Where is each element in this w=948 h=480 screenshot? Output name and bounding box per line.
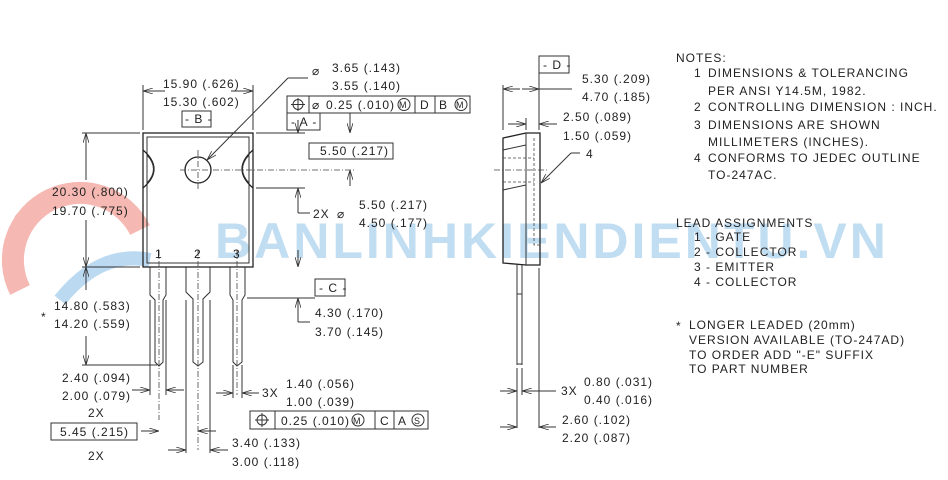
pitch-count: 2X <box>88 449 105 463</box>
hole-dia-min: 3.55 (.140) <box>332 79 401 93</box>
shoulder-min: 3.70 (.145) <box>315 325 384 339</box>
star-marker: * <box>41 310 47 324</box>
footnote: * LONGER LEADED (20mm) VERSION AVAILABLE… <box>676 318 905 376</box>
datum-a: - A - <box>291 115 317 129</box>
notch-dia-min: 4.50 (.177) <box>359 216 428 230</box>
lead-length-max: 14.80 (.583) <box>54 299 131 313</box>
fcf-bottom-datum2: A <box>398 414 407 428</box>
tab-min: 1.50 (.059) <box>563 129 632 143</box>
fcf-bottom-modifier2: S <box>414 416 420 426</box>
pin-label-3: 3 <box>233 247 241 261</box>
lead-assignments: LEAD ASSIGNMENTS 1 - GATE 2 - COLLECTOR … <box>676 216 813 289</box>
pitch: 5.45 (.215) <box>60 425 129 439</box>
notes-title: NOTES: <box>676 51 727 65</box>
fcf-bottom-modifier: M <box>353 416 361 426</box>
width-min: 15.30 (.602) <box>163 95 240 109</box>
fcf-top-modifier2: M <box>456 100 464 110</box>
fcf-top-tolerance: 0.25 (.010) <box>326 98 395 112</box>
star-marker: * <box>676 319 682 333</box>
height-max: 20.30 (.800) <box>52 185 129 199</box>
fcf-top-modifier: M <box>399 100 407 110</box>
lead-width-count: 3X <box>262 386 279 400</box>
footnote-line: TO ORDER ADD "-E" SUFFIX <box>689 348 874 362</box>
note-line: CONFORMS TO JEDEC OUTLINE <box>708 151 921 165</box>
note-ref-4: 4 <box>586 147 594 161</box>
note-line: MILLIMETERS (INCHES). <box>708 135 869 149</box>
note-line: PER ANSI Y14.5M, 1982. <box>708 84 867 98</box>
watermark-logo <box>1 181 152 305</box>
fcf-bottom-tolerance: 0.25 (.010) <box>281 414 350 428</box>
footnote-line: VERSION AVAILABLE (TO-247AD) <box>689 333 905 347</box>
lead-assignment: 3 - EMITTER <box>694 260 775 274</box>
datum-c: - C - <box>319 281 347 295</box>
datum-b: - B - <box>185 112 213 126</box>
footnote-line: TO PART NUMBER <box>689 362 809 376</box>
diameter-icon: ⌀ <box>337 207 345 221</box>
note-line: DIMENSIONS & TOLERANCING <box>708 66 909 80</box>
lead-thk-min: 0.40 (.016) <box>584 393 653 407</box>
width-max: 15.90 (.626) <box>163 77 240 91</box>
note-line: DIMENSIONS ARE SHOWN <box>708 118 881 132</box>
fcf-top-datum1: D <box>420 98 430 112</box>
note-num: 1 <box>694 66 702 80</box>
tab-max: 2.50 (.089) <box>563 110 632 124</box>
note-num: 3 <box>694 118 702 132</box>
hole-dia-max: 3.65 (.143) <box>332 61 401 75</box>
fcf-top-datum2: B <box>439 98 448 112</box>
lead-assignment: 2 - COLLECTOR <box>694 245 797 259</box>
notch-right <box>241 149 254 189</box>
lead-off-max: 2.60 (.102) <box>562 413 631 427</box>
notch-dia-max: 5.50 (.217) <box>359 198 428 212</box>
thickness-max: 5.30 (.209) <box>582 72 651 86</box>
feature-control-frame-bottom: 0.25 (.010) M C A S <box>249 410 429 430</box>
lead-width-min: 1.00 (.039) <box>286 395 355 409</box>
lead-thk-count: 3X <box>561 384 578 398</box>
hole-offset: 5.50 (.217) <box>320 144 389 158</box>
lead-length-min: 14.20 (.559) <box>54 317 131 331</box>
thickness-min: 4.70 (.185) <box>582 90 651 104</box>
lead-thk-max: 0.80 (.031) <box>584 375 653 389</box>
datum-d: - D - <box>543 58 571 72</box>
lead-assignment: 4 - COLLECTOR <box>694 275 797 289</box>
feature-control-frame-top: ⌀ 0.25 (.010) M D B M <box>286 95 471 114</box>
lead-off-min: 2.20 (.087) <box>562 431 631 445</box>
lead-assignment: 1 - GATE <box>694 230 751 244</box>
side-view: - D - 5.30 (.209) 4.70 (.185) 2.50 (.089… <box>494 55 653 445</box>
note-num: 2 <box>694 100 702 114</box>
lead-assignments-title: LEAD ASSIGNMENTS <box>676 216 813 230</box>
lead-wide-min: 2.00 (.079) <box>62 389 131 403</box>
shoulder-max: 4.30 (.170) <box>315 306 384 320</box>
front-view: 1 2 3 15.90 (.626) 15.30 (.602) - B - ⌀ … <box>41 61 471 469</box>
fcf-bottom-datum1: C <box>380 414 390 428</box>
lead-width-max: 1.40 (.056) <box>286 377 355 391</box>
footnote-line: LONGER LEADED (20mm) <box>689 318 856 332</box>
center-lead-max: 3.40 (.133) <box>232 436 301 450</box>
center-lead-min: 3.00 (.118) <box>232 455 300 469</box>
notch-count: 2X <box>313 207 330 221</box>
lead-wide-count: 2X <box>88 406 105 420</box>
height-min: 19.70 (.775) <box>52 204 129 218</box>
pin-label-1: 1 <box>155 247 163 261</box>
note-line: CONTROLLING DIMENSION : INCH. <box>708 100 938 114</box>
note-line: TO-247AC. <box>708 168 777 182</box>
diameter-icon: ⌀ <box>312 98 320 112</box>
pin-label-2: 2 <box>194 247 202 261</box>
diameter-icon: ⌀ <box>312 64 320 78</box>
notch-left <box>142 149 155 189</box>
watermark-text: BANLINHKIENDIENTU.VN <box>215 213 889 269</box>
note-num: 4 <box>694 151 702 165</box>
lead-wide-max: 2.40 (.094) <box>62 371 131 385</box>
notes: NOTES: 1 DIMENSIONS & TOLERANCING PER ANS… <box>676 51 938 182</box>
